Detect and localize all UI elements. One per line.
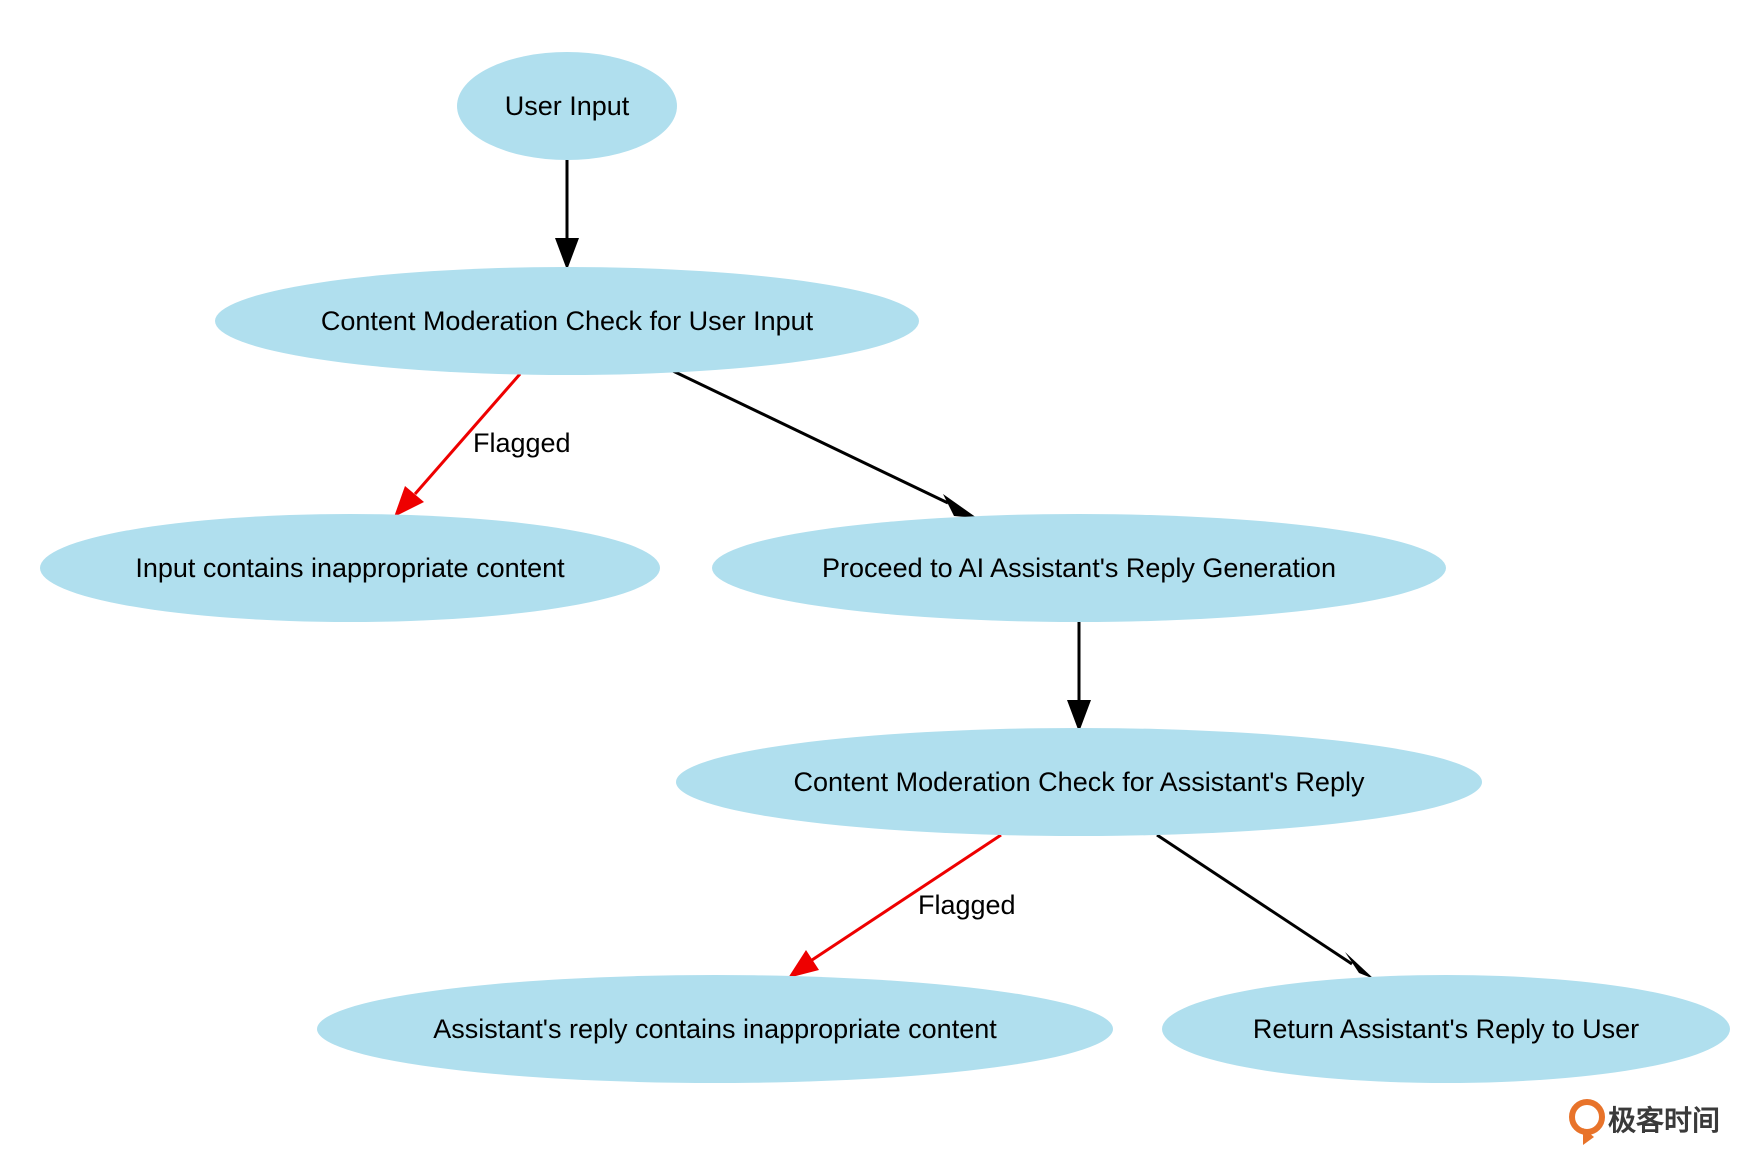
node-label-input-flagged: Input contains inappropriate content — [135, 553, 565, 583]
node-input-flagged: Input contains inappropriate content — [40, 514, 660, 622]
node-moderation-user: Content Moderation Check for User Input — [215, 267, 919, 375]
node-label-return-reply: Return Assistant's Reply to User — [1253, 1014, 1639, 1044]
node-proceed-reply: Proceed to AI Assistant's Reply Generati… — [712, 514, 1446, 622]
edge-moderation-to-input-flagged — [394, 373, 522, 517]
node-label-moderation-user: Content Moderation Check for User Input — [321, 306, 814, 336]
node-return-reply: Return Assistant's Reply to User — [1162, 975, 1730, 1083]
node-label-proceed-reply: Proceed to AI Assistant's Reply Generati… — [822, 553, 1336, 583]
node-label-user-input: User Input — [505, 91, 630, 121]
nodes: User Input Content Moderation Check for … — [40, 52, 1730, 1083]
watermark-text: 极客时间 — [1608, 1104, 1720, 1137]
node-label-reply-flagged: Assistant's reply contains inappropriate… — [433, 1014, 997, 1044]
geektime-logo-icon — [1569, 1099, 1605, 1145]
node-reply-flagged: Assistant's reply contains inappropriate… — [317, 975, 1113, 1083]
node-moderation-reply: Content Moderation Check for Assistant's… — [676, 728, 1482, 836]
edge-moderation-to-proceed — [672, 369, 977, 518]
node-label-moderation-reply: Content Moderation Check for Assistant's… — [794, 767, 1365, 797]
edge-moderation-reply-to-return — [1156, 833, 1374, 979]
edge-proceed-to-moderation-reply — [1067, 620, 1091, 732]
node-user-input: User Input — [457, 52, 677, 160]
edge-moderation-reply-to-reply-flagged — [788, 833, 1002, 978]
edge-label-flagged-reply: Flagged — [918, 890, 1016, 920]
edges: Flagged Flagged — [394, 160, 1374, 979]
edge-label-flagged-input: Flagged — [473, 428, 571, 458]
edge-user-input-to-moderation — [555, 160, 579, 270]
watermark: 极客时间 — [1569, 1099, 1720, 1145]
